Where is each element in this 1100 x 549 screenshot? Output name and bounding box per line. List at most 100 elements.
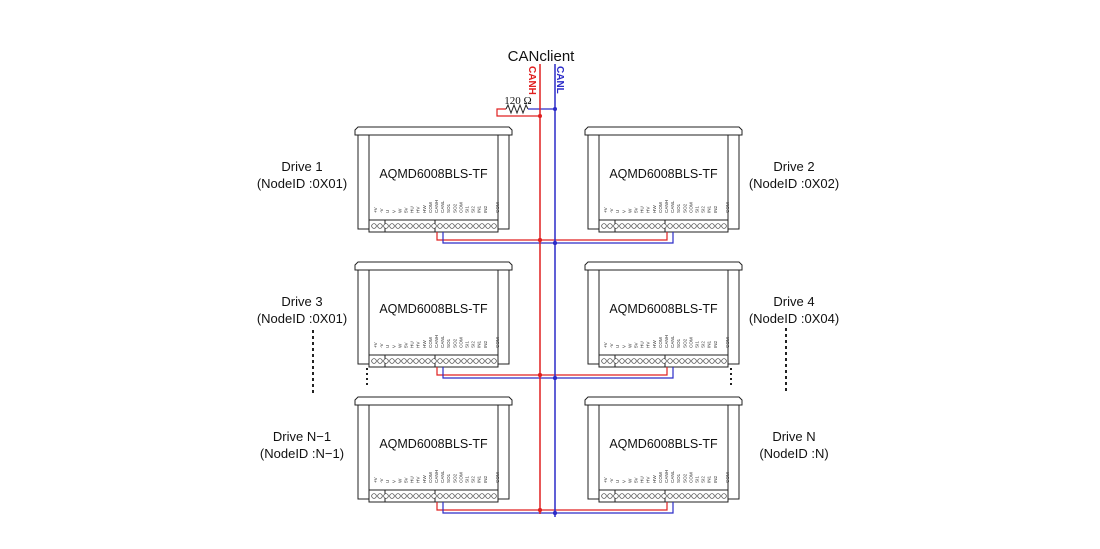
canh-wire: [540, 232, 668, 241]
drive-name-label: Drive 3: [281, 294, 322, 309]
drive-name-label: Drive 1: [281, 159, 322, 174]
pin-label: +V: [603, 341, 608, 348]
pin-label: U: [385, 345, 390, 348]
canh-wire: [540, 367, 668, 376]
terminal-screw: [425, 493, 431, 499]
pin-label: SI1: [695, 206, 700, 213]
pin-label: W: [397, 208, 402, 213]
pin-label: -V: [379, 342, 384, 348]
terminal-screw: [377, 223, 383, 229]
terminal-screw: [601, 223, 607, 229]
terminal-screw: [655, 493, 661, 499]
terminal-screw: [673, 358, 679, 364]
pin-label: -V: [609, 342, 614, 348]
pin-label: -V: [609, 477, 614, 483]
terminal-screw: [679, 223, 685, 229]
terminal-screw: [431, 358, 437, 364]
drive-top-cap: [354, 126, 513, 136]
canh-wire: [436, 502, 540, 511]
pin-label: 5V: [634, 341, 639, 348]
pin-label: COM: [725, 472, 730, 483]
pin-label: SO1: [676, 473, 681, 483]
drive-model-label: AQMD6008BLS-TF: [609, 302, 718, 316]
resistor-label: 120 Ω: [504, 95, 531, 107]
drive-nodeid-label: (NodeID :0X02): [749, 176, 839, 191]
pin-label: CANL: [670, 335, 675, 348]
terminal-screw: [691, 358, 697, 364]
terminal-screw: [703, 358, 709, 364]
terminal-screw: [479, 223, 485, 229]
pin-label: HV: [646, 341, 651, 348]
drive-nodeid-label: (NodeID :N): [759, 446, 828, 461]
drive-side-flange: [357, 269, 370, 365]
canl-label: CANL: [554, 66, 565, 94]
terminal-screw: [697, 358, 703, 364]
terminal-screw: [395, 223, 401, 229]
pin-label: IN1: [707, 475, 712, 483]
terminal-screw: [431, 223, 437, 229]
pin-label: SI1: [465, 341, 470, 348]
pin-label: +V: [373, 206, 378, 213]
terminal-screw: [449, 358, 455, 364]
terminal-screw: [377, 493, 383, 499]
drive-top-cap: [354, 396, 513, 406]
terminal-screw: [431, 493, 437, 499]
canh-wire: [540, 502, 668, 511]
drive-name-label: Drive 4: [773, 294, 814, 309]
pin-label: SI2: [701, 206, 706, 213]
terminal-screw: [473, 223, 479, 229]
pin-label: CANH: [434, 470, 439, 483]
pin-label: SI2: [471, 206, 476, 213]
pin-label: -V: [379, 477, 384, 483]
terminal-screw: [461, 223, 467, 229]
canl-wire: [555, 502, 674, 514]
terminal-screw: [383, 358, 389, 364]
drive-model-label: AQMD6008BLS-TF: [379, 302, 488, 316]
canl-wire: [555, 367, 674, 379]
terminal-screw: [419, 358, 425, 364]
pin-label: CANL: [670, 200, 675, 213]
drive-model-label: AQMD6008BLS-TF: [379, 437, 488, 451]
drive-nodeid-label: (NodeID :N−1): [260, 446, 344, 461]
pin-label: COM: [428, 472, 433, 483]
canh-label: CANH: [526, 66, 537, 95]
canl-wire: [555, 232, 674, 244]
terminal-screw: [625, 493, 631, 499]
drive-top-cap: [584, 261, 743, 271]
pin-label: CANL: [670, 470, 675, 483]
pin-label: CANH: [434, 200, 439, 213]
terminal-screw: [661, 358, 667, 364]
pin-label: COM: [458, 337, 463, 348]
terminal-screw: [619, 358, 625, 364]
pin-label: HU: [640, 476, 645, 483]
pin-label: HV: [416, 341, 421, 348]
pin-label: CANH: [664, 200, 669, 213]
terminal-screw: [395, 493, 401, 499]
pin-label: CANH: [664, 335, 669, 348]
terminal-screw: [691, 223, 697, 229]
terminal-screw: [389, 223, 395, 229]
terminal-screw: [479, 493, 485, 499]
pin-label: HW: [422, 475, 427, 483]
canh-junction: [538, 114, 542, 118]
terminal-screw: [437, 493, 443, 499]
drive-name-label: Drive 2: [773, 159, 814, 174]
pin-label: 5V: [404, 476, 409, 483]
pin-label: COM: [428, 337, 433, 348]
terminal-screw: [437, 358, 443, 364]
terminal-screw: [455, 493, 461, 499]
drive-top-cap: [584, 396, 743, 406]
terminal-screw: [631, 358, 637, 364]
terminal-screw: [437, 223, 443, 229]
terminal-screw: [425, 358, 431, 364]
pin-label: HV: [646, 206, 651, 213]
pin-label: W: [397, 478, 402, 483]
drive-side-flange: [357, 134, 370, 230]
pin-label: SO2: [452, 338, 457, 348]
pin-label: U: [615, 345, 620, 348]
canl-wire: [442, 502, 555, 514]
terminal-screw: [371, 358, 377, 364]
